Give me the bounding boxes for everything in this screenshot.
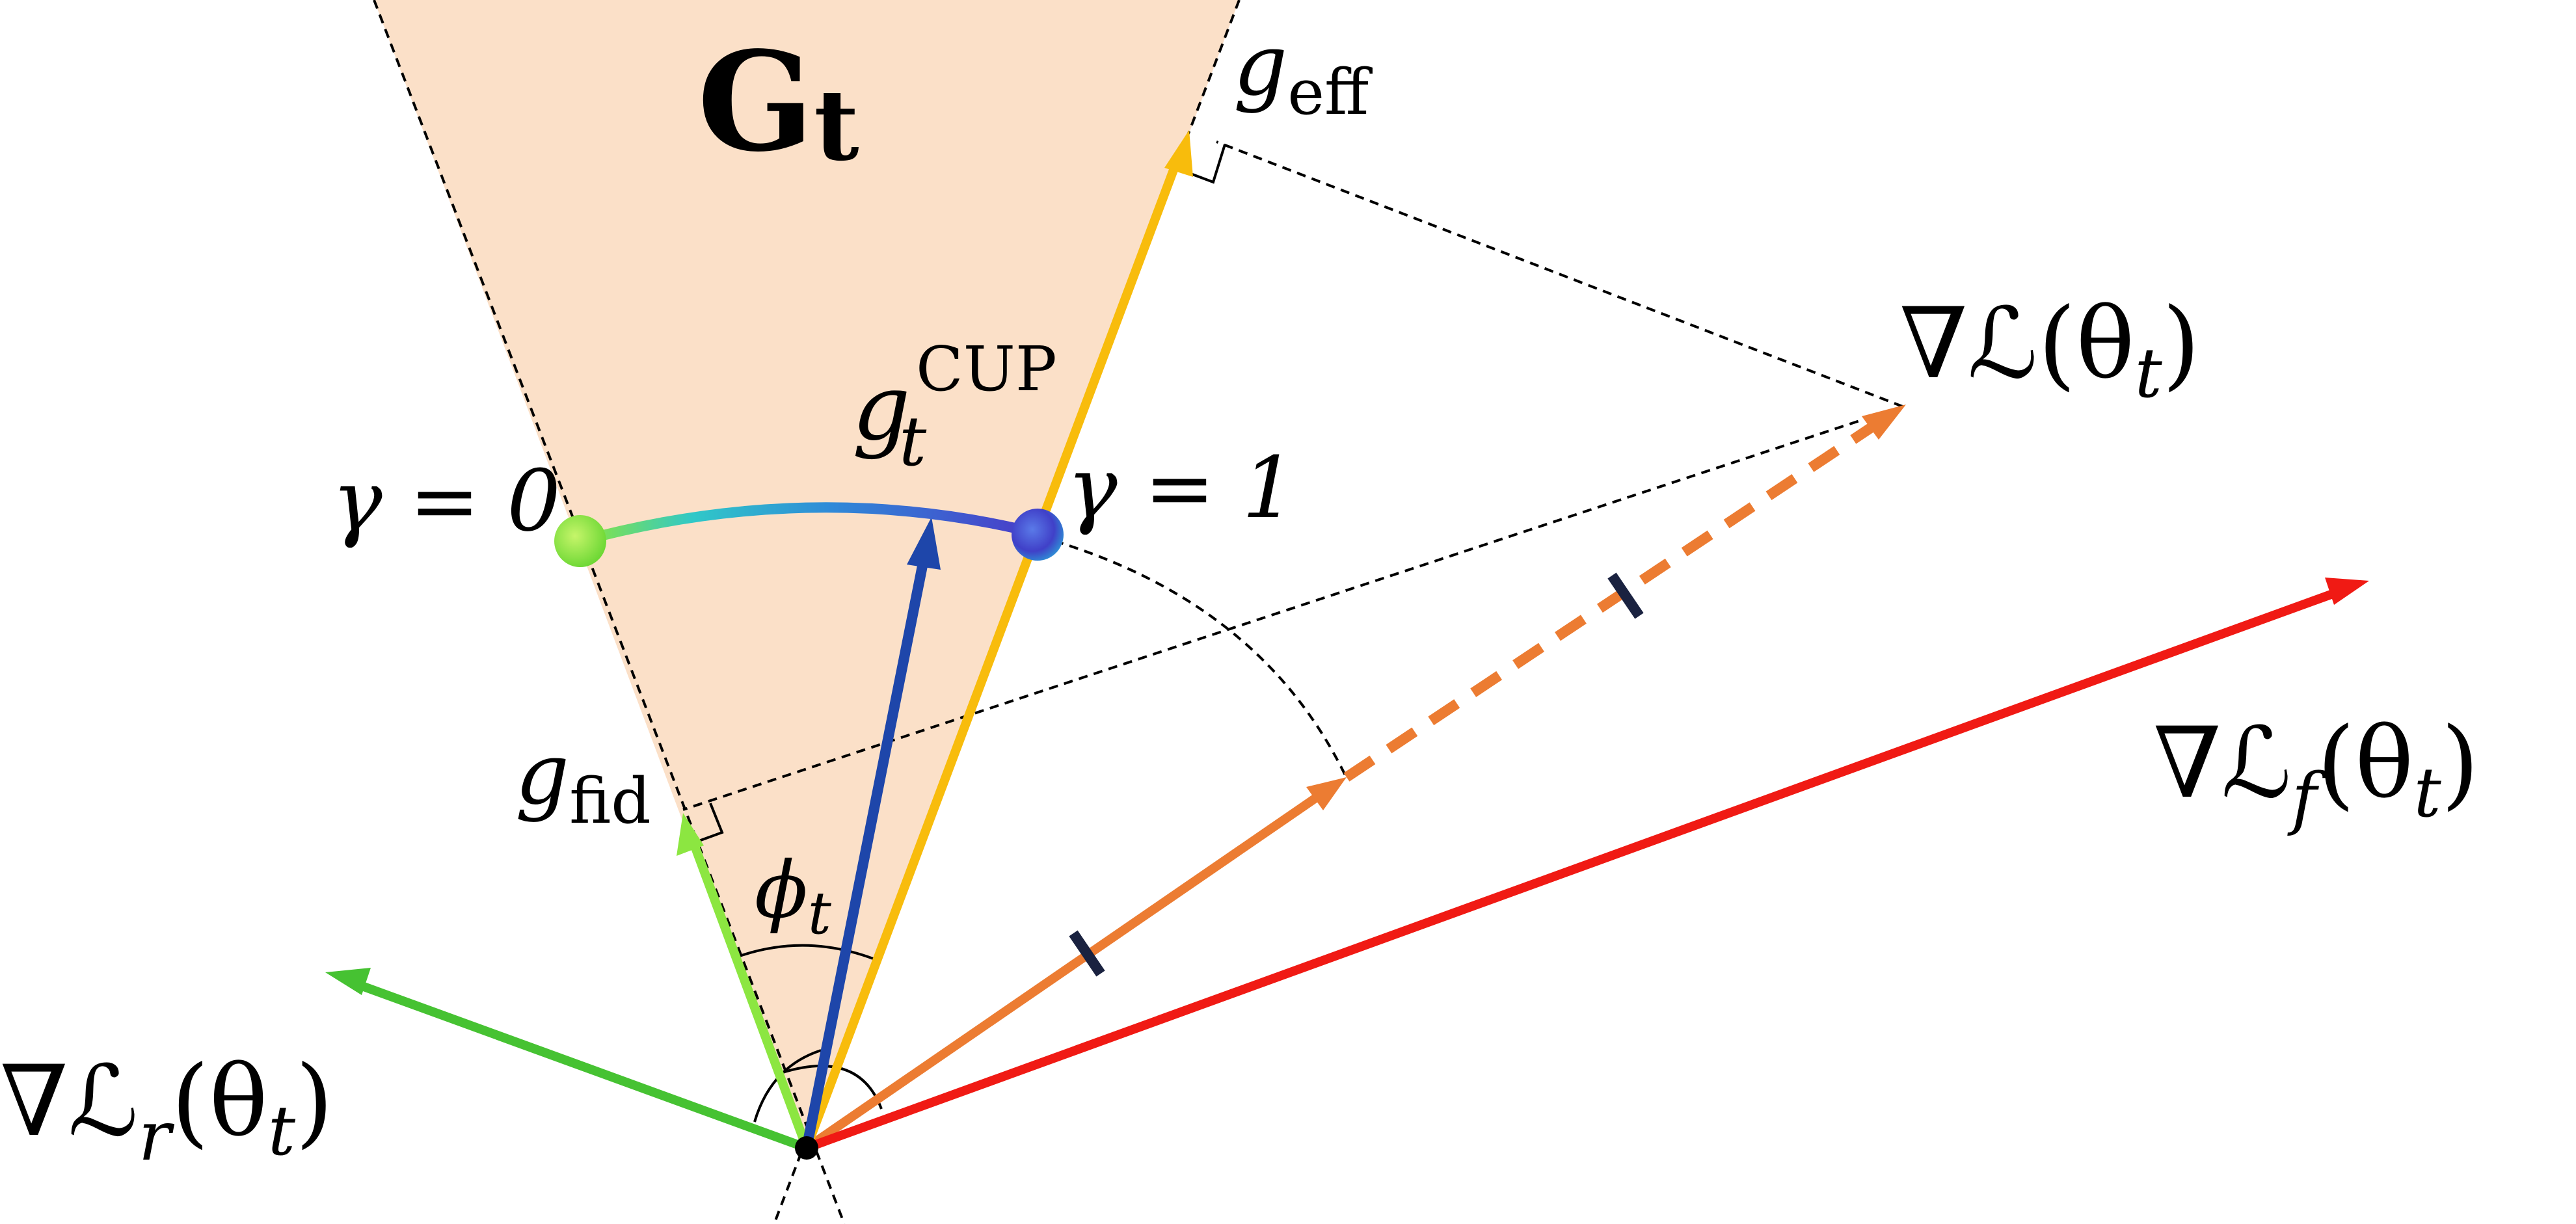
g-cup-arrowhead [907,517,941,570]
gamma-1-label: γ = 1 [1067,438,1296,537]
equal-length-tick-1 [1069,930,1105,977]
g-eff-arrow [802,154,1183,1150]
g-cup-arrow [801,545,932,1149]
gamma-0-point [554,515,606,567]
g-eff-label: geff [1233,16,1373,129]
g-fid-arrowhead [677,813,704,856]
g-cup-label: g [852,355,911,461]
origin-point [795,1136,818,1160]
gamma-1-point [1012,509,1064,561]
total-gradient-arrowhead [1862,405,1906,440]
cone-left-boundary [373,0,846,1224]
forget-gradient-arrow [805,586,2344,1152]
feasible-cone-region [374,0,1239,1151]
g-cup-sub-label: t [899,402,927,481]
forget-gradient-label: ∇ℒf(θt) [2153,707,2479,838]
retain-gradient-label: ∇ℒr(θt) [0,1045,334,1176]
retain-gradient-arrow [349,978,809,1152]
equal-length-tick-2 [1607,572,1644,619]
radius-arc [1039,535,1347,776]
total-gradient-dashed [1343,415,1886,782]
total-gradient-mid-arrowhead [1306,777,1347,810]
g-cup-sup-label: CUP [916,334,1057,405]
g-fid-arrow [688,837,811,1150]
projection-to-g-eff [1216,140,1903,408]
retain-gradient-arrowhead [325,968,371,995]
phi-label: ϕt [755,845,832,948]
right-angle-marker-fid [693,803,724,844]
gamma-0-label: γ = 0 [332,451,561,550]
angle-phi-arc [739,944,876,961]
total-gradient-label: ∇ℒ(θt) [1899,287,2200,413]
g-eff-arrowhead [1164,130,1193,177]
g-fid-label: gfid [515,725,651,838]
forget-gradient-arrowhead [2325,578,2369,605]
total-gradient-solid [804,786,1330,1152]
gamma-interpolation-arc [575,502,1043,546]
region-label: Gt [697,21,859,183]
